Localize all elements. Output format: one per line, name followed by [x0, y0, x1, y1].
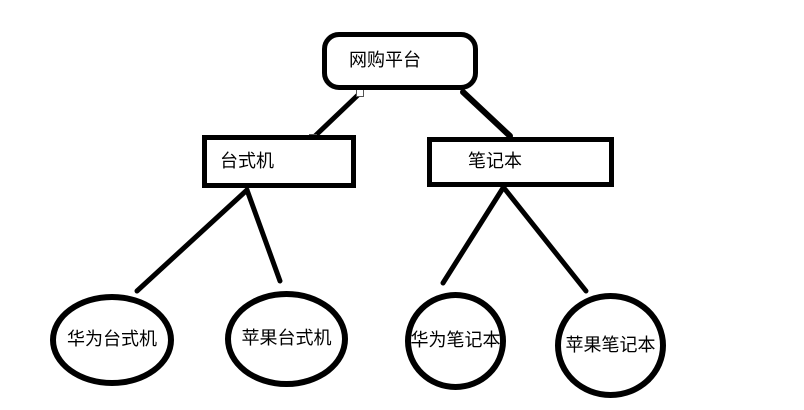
edge-laptop-huawei-laptop[interactable] — [440, 185, 506, 286]
node-laptop-label: 笔记本 — [468, 151, 522, 172]
node-desktop-label: 台式机 — [220, 150, 274, 172]
edge-desktop-huawei-desktop[interactable] — [134, 187, 250, 294]
edge-desktop-apple-desktop[interactable] — [244, 187, 283, 284]
node-root[interactable]: 网购平台 — [322, 32, 478, 90]
node-apple-laptop-label: 苹果笔记本 — [565, 334, 656, 356]
selection-handle[interactable] — [356, 89, 364, 97]
node-huawei-desktop[interactable]: 华为台式机 — [50, 294, 174, 386]
node-apple-desktop-label: 苹果台式机 — [241, 328, 332, 349]
node-root-label: 网购平台 — [349, 50, 421, 71]
node-huawei-laptop-label: 华为笔记本 — [410, 330, 501, 351]
node-laptop[interactable]: 笔记本 — [427, 137, 614, 187]
edge-root-desktop[interactable] — [312, 92, 361, 139]
node-apple-desktop[interactable]: 苹果台式机 — [225, 291, 348, 387]
node-desktop[interactable]: 台式机 — [202, 135, 356, 188]
edge-laptop-apple-laptop[interactable] — [501, 185, 589, 294]
node-huawei-desktop-label: 华为台式机 — [67, 329, 157, 350]
node-apple-laptop[interactable]: 苹果笔记本 — [555, 293, 666, 398]
edge-root-laptop[interactable] — [460, 89, 513, 139]
node-huawei-laptop[interactable]: 华为笔记本 — [405, 292, 506, 390]
